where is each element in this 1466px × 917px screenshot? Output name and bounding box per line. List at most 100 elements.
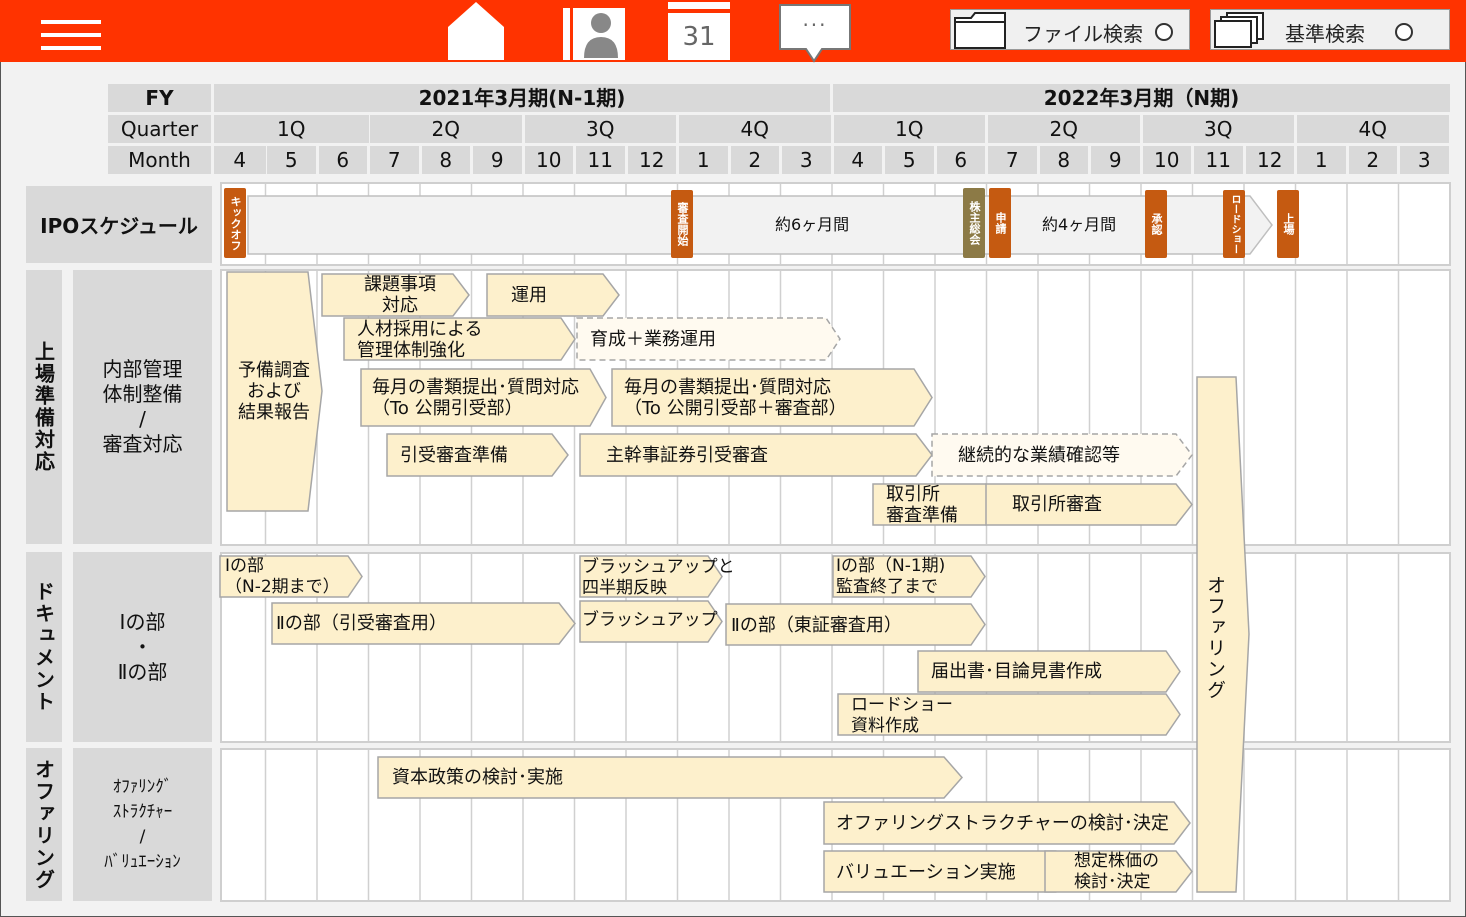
month-cell: 5 bbox=[267, 146, 316, 174]
part1-n2-arrow bbox=[219, 555, 363, 598]
uw-prep-arrow bbox=[386, 433, 569, 477]
structure-arrow bbox=[823, 801, 1191, 845]
task-continuous: 継続的な業績確認等 bbox=[958, 445, 1120, 466]
listing-milestone: 上場 bbox=[1277, 190, 1299, 258]
brushup-q-arrow bbox=[579, 555, 723, 598]
file-search-radio[interactable] bbox=[1155, 23, 1173, 41]
task-roadshow-materials: ロードショー 資料作成 bbox=[851, 695, 953, 736]
month-cell: 8 bbox=[1039, 146, 1088, 174]
continuous-arrow bbox=[931, 433, 1193, 477]
task-filing: 届出書･目論見書作成 bbox=[931, 661, 1102, 682]
month-cell: 7 bbox=[988, 146, 1037, 174]
quarter-cell: 4Q bbox=[1297, 115, 1449, 143]
task-brushup: ブラッシュアップ bbox=[582, 610, 718, 630]
capital-arrow bbox=[377, 756, 963, 799]
tse-review-arrow bbox=[985, 483, 1193, 526]
task-part2-tse: Ⅱの部（東証審査用） bbox=[731, 615, 902, 636]
roadshow-mat-arrow bbox=[837, 693, 1181, 736]
file-search-label: ファイル検索 bbox=[1023, 22, 1143, 46]
menu-icon[interactable] bbox=[41, 20, 101, 54]
task-issues: 課題事項 対応 bbox=[364, 274, 436, 316]
month-cell: 6 bbox=[936, 146, 985, 174]
task-pre-survey: 予備調査 および 結果報告 bbox=[238, 360, 310, 423]
month-cell: 1 bbox=[679, 146, 728, 174]
monthly1-arrow bbox=[360, 368, 607, 427]
review-start-milestone: 審査開始 bbox=[671, 190, 693, 258]
month-cell: 2 bbox=[1348, 146, 1397, 174]
home-icon[interactable] bbox=[446, 0, 506, 62]
part1-n1-arrow bbox=[832, 555, 986, 598]
task-brushup-quarterly: ブラッシュアップと 四半期反映 bbox=[582, 557, 735, 598]
month-cell: 11 bbox=[576, 146, 625, 174]
folder-icon bbox=[954, 12, 1006, 49]
month-cell: 2 bbox=[730, 146, 779, 174]
training-arrow bbox=[576, 317, 841, 361]
task-uw-prep: 引受審査準備 bbox=[400, 445, 508, 466]
quarter-cell: 4Q bbox=[679, 115, 831, 143]
standard-search-label: 基準検索 bbox=[1285, 22, 1365, 46]
task-offering: オファリング bbox=[1204, 575, 1226, 701]
fy-2021: 2021年3月期(N-1期) bbox=[214, 84, 830, 112]
document-section-label: ドキュメント bbox=[26, 552, 62, 742]
kickoff-milestone: キックオフ bbox=[224, 188, 246, 258]
month-cell: 6 bbox=[318, 146, 367, 174]
standard-search-radio[interactable] bbox=[1395, 23, 1413, 41]
quarter-cell: 1Q bbox=[214, 115, 369, 143]
month-cell: 3 bbox=[1400, 146, 1449, 174]
file-search-button[interactable]: ファイル検索 bbox=[950, 9, 1190, 50]
part2-tse-arrow bbox=[725, 603, 986, 646]
prep-subsection-label: 内部管理 体制整備 / 審査対応 bbox=[73, 270, 212, 544]
ipo-span-6months: 約6ヶ月間 bbox=[775, 215, 850, 234]
hiring-arrow bbox=[343, 317, 576, 361]
document-subsection-label: Ⅰの部 ・ Ⅱの部 bbox=[73, 552, 212, 742]
monthly2-arrow bbox=[611, 368, 933, 427]
month-cell: 9 bbox=[473, 146, 522, 174]
approve-milestone: 承認 bbox=[1145, 190, 1167, 258]
quarter-label: Quarter bbox=[108, 115, 211, 143]
calendar-day: 31 bbox=[682, 22, 716, 52]
month-cell: 1 bbox=[1297, 146, 1346, 174]
task-part1-n1: Ⅰの部（N-1期) 監査終了まで bbox=[836, 556, 946, 597]
fy-label: FY bbox=[108, 84, 211, 112]
documents-icon bbox=[1214, 12, 1264, 48]
task-training: 育成＋業務運用 bbox=[590, 329, 716, 350]
month-cell: 3 bbox=[782, 146, 831, 174]
task-monthly-1: 毎月の書類提出･質問対応 （To 公開引受部） bbox=[372, 377, 579, 419]
month-cell: 4 bbox=[214, 146, 266, 174]
lead-review-arrow bbox=[579, 433, 933, 477]
chat-dots: ··· bbox=[802, 13, 828, 37]
part2-uw-arrow bbox=[271, 602, 576, 645]
task-tse-review: 取引所審査 bbox=[1012, 494, 1102, 515]
filing-arrow bbox=[917, 650, 1181, 693]
issues-arrow bbox=[321, 273, 470, 317]
pre-survey-arrow bbox=[226, 271, 323, 512]
task-valuation: バリュエーション実施 bbox=[836, 862, 1016, 883]
task-hiring: 人材採用による 管理体制強化 bbox=[357, 319, 483, 361]
user-icon[interactable] bbox=[563, 8, 625, 60]
ipo-span-4months: 約4ヶ月間 bbox=[1042, 215, 1117, 234]
task-price: 想定株価の 検討･決定 bbox=[1074, 851, 1159, 892]
month-cell: 10 bbox=[1142, 146, 1191, 174]
month-cell: 7 bbox=[370, 146, 419, 174]
month-cell: 9 bbox=[1091, 146, 1140, 174]
month-cell: 10 bbox=[524, 146, 573, 174]
chat-icon[interactable]: ··· bbox=[776, 3, 854, 63]
month-cell: 4 bbox=[833, 146, 882, 174]
task-monthly-2: 毎月の書類提出･質問対応 （To 公開引受部＋審査部） bbox=[624, 377, 847, 419]
task-lead-review: 主幹事証券引受審査 bbox=[606, 445, 768, 466]
price-arrow bbox=[1044, 850, 1193, 893]
month-cell: 12 bbox=[627, 146, 676, 174]
quarter-cell: 3Q bbox=[1142, 115, 1294, 143]
quarter-cell: 3Q bbox=[524, 115, 676, 143]
prep-section-label: 上場準備対応 bbox=[26, 270, 62, 544]
quarter-cell: 2Q bbox=[988, 115, 1140, 143]
calendar-icon[interactable]: 31 bbox=[668, 2, 730, 60]
offering-arrow bbox=[1196, 376, 1250, 893]
month-cell: 8 bbox=[421, 146, 470, 174]
operation-arrow bbox=[486, 273, 620, 317]
standard-search-button[interactable]: 基準検索 bbox=[1210, 9, 1450, 50]
fy-2022: 2022年3月期（N期) bbox=[833, 84, 1450, 112]
apply-milestone: 申請 bbox=[989, 188, 1011, 258]
